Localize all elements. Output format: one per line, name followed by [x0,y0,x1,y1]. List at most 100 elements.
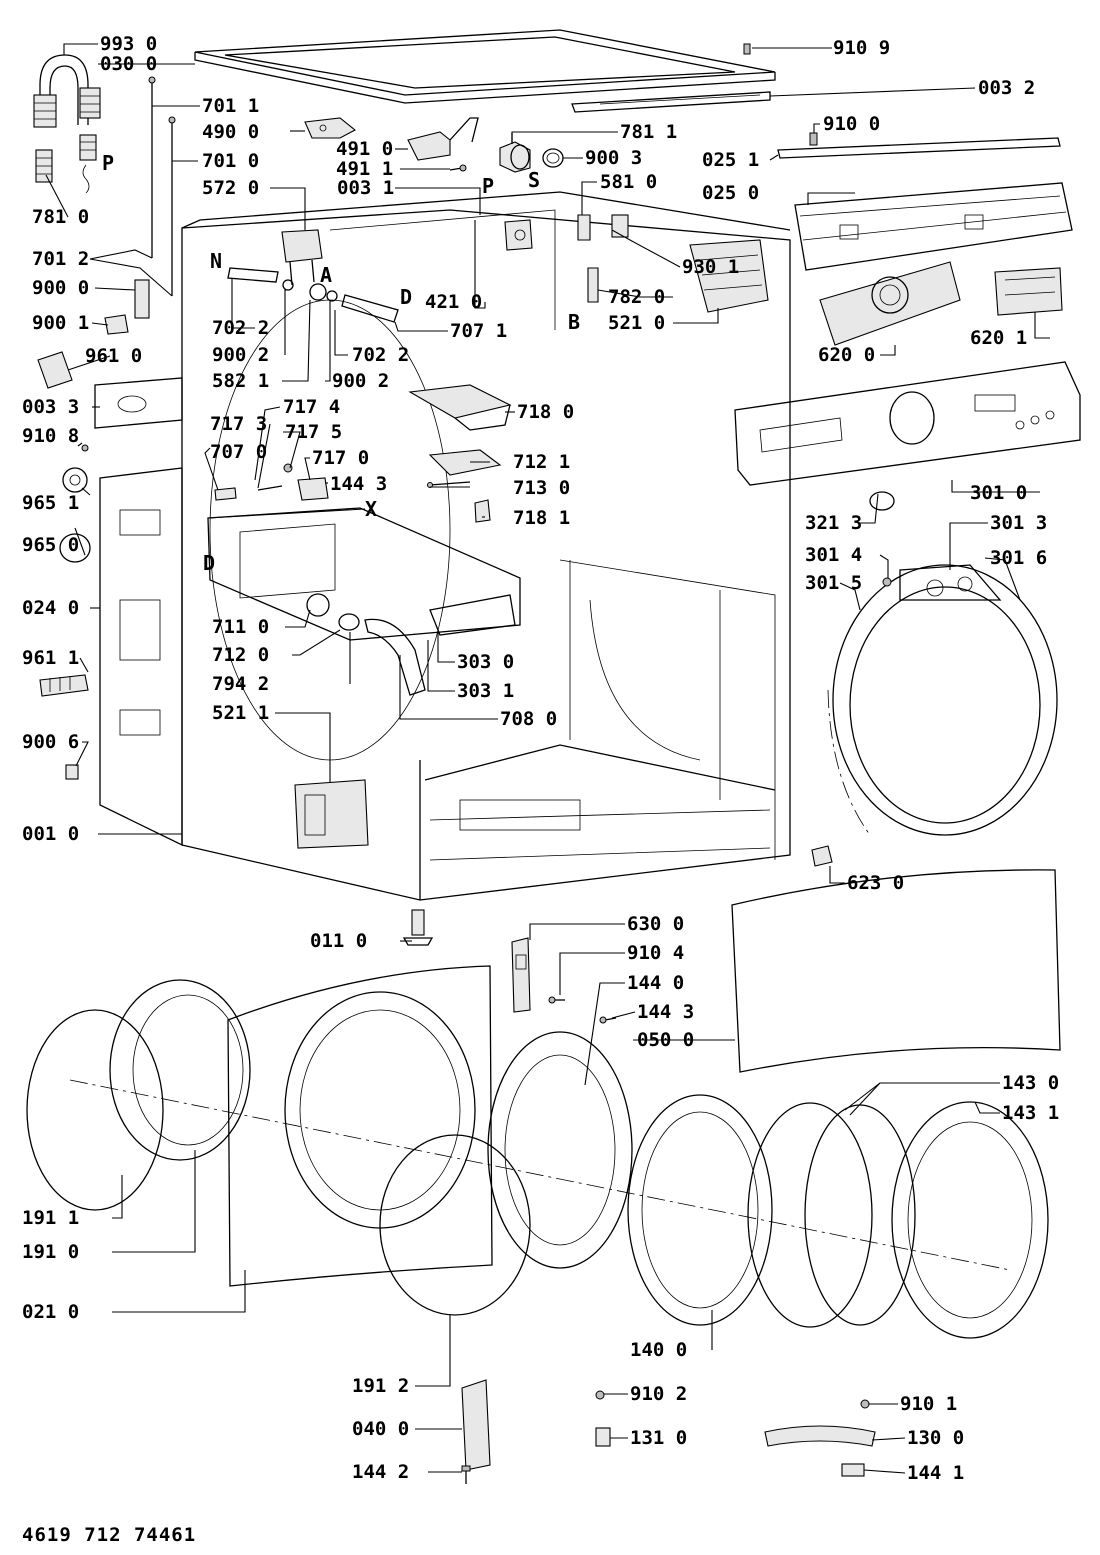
foot-011 [402,909,434,946]
callout-label: 050 0 [637,1029,694,1051]
callout-label: 900 3 [585,147,642,169]
sensor-581 [577,214,591,241]
programmer-board [819,261,961,346]
leader-lines [45,43,1050,1474]
callout-label: 301 4 [805,544,862,566]
control-panel-trim [777,137,1061,159]
callout-label: 910 4 [627,942,684,964]
callout-label: 144 2 [352,1461,409,1483]
supply-hose [33,54,101,194]
callout-label: 718 1 [513,507,570,529]
callout-label: 965 1 [22,492,79,514]
ring-794-2 [338,613,360,631]
valve-491 [407,117,479,161]
suspension-rods [148,76,176,296]
side-panel [99,467,183,847]
callout-label: 144 3 [637,1001,694,1023]
callout-label: 717 5 [285,421,342,443]
point-letter: A [320,263,332,287]
cabinet-body [181,191,791,901]
door-axis [69,1079,1011,1271]
component-421 [504,219,533,251]
fan-965-1 [62,467,88,493]
point-letter: B [568,310,580,334]
callout-label: 003 3 [22,396,79,418]
screw-301-4 [882,577,892,587]
callout-label: 021 0 [22,1301,79,1323]
callout-label: 900 6 [22,731,79,753]
callout-label: 191 1 [22,1207,79,1229]
callout-label: 144 3 [330,473,387,495]
callout-label: 910 0 [823,113,880,135]
callout-label: 301 5 [805,572,862,594]
screw-144-3-lower [599,1016,617,1024]
callout-label: 701 1 [202,95,259,117]
front-panel [227,965,493,1287]
callout-label: 900 1 [32,312,89,334]
screw-910-0 [809,132,818,146]
callout-label: 711 0 [212,616,269,638]
clip-900-1 [104,314,129,335]
callout-label: 702 2 [212,317,269,339]
callout-label: 003 1 [337,177,394,199]
point-letter: X [365,497,377,521]
callout-label: 781 1 [620,121,677,143]
callout-label: 993 0 [100,33,157,55]
callout-label: 961 1 [22,647,79,669]
callout-labels: 993 0 030 0 910 9 003 2 701 1 490 0 781 … [22,33,1059,1484]
callout-label: 003 2 [978,77,1035,99]
door-inner-ring [487,1031,633,1269]
point-letter: P [102,151,114,175]
door-lock [511,937,531,1013]
hinge-130-0 [764,1425,876,1447]
clamp-ring-900-3 [542,148,564,168]
callout-label: 707 1 [450,320,507,342]
callout-label: 930 1 [682,256,739,278]
control-panel-support [794,182,1073,271]
clip-623 [811,845,833,867]
callout-label: 303 1 [457,680,514,702]
pressure-switch [499,133,531,173]
screw-910-4 [548,996,565,1004]
callout-label: 144 1 [907,1462,964,1484]
handle-040 [461,1379,491,1471]
callout-label: 623 0 [847,872,904,894]
control-panel [734,361,1081,486]
callout-label: 143 1 [1002,1102,1059,1124]
motor-control-module [689,239,769,313]
hose-708-0 [364,618,426,696]
point-letter: N [210,249,222,273]
callout-label: 717 3 [210,413,267,435]
callout-label: 191 2 [352,1375,409,1397]
callout-label: 321 3 [805,512,862,534]
callout-label: 143 0 [1002,1072,1059,1094]
callout-label: 900 2 [212,344,269,366]
callout-label: 301 6 [990,547,1047,569]
callout-label: 131 0 [630,1427,687,1449]
callout-label: 301 3 [990,512,1047,534]
part-900-6 [65,764,79,780]
callout-label: 024 0 [22,597,79,619]
callout-label: 781 0 [32,206,89,228]
door-assembly [627,1094,773,1326]
callout-label: 910 8 [22,425,79,447]
point-letter: D [203,551,215,575]
callout-label: 303 0 [457,651,514,673]
dispenser-top [408,384,512,431]
callout-label: 707 0 [210,441,267,463]
point-letters: P P S N A D B X D [102,151,580,575]
motor-965-0 [59,533,91,563]
callout-label: 491 0 [336,138,393,160]
callout-label: 717 0 [312,447,369,469]
document-number: 4619 712 74461 [22,1524,196,1546]
door-seal [26,979,251,1211]
callout-label: 025 0 [702,182,759,204]
callout-label: 144 0 [627,972,684,994]
callout-label: 717 4 [283,396,340,418]
callout-label: 900 0 [32,277,89,299]
callout-label: 581 0 [600,171,657,193]
dispenser-part-712-1 [428,449,502,476]
callout-label: 701 0 [202,150,259,172]
callout-label: 191 0 [22,1241,79,1263]
